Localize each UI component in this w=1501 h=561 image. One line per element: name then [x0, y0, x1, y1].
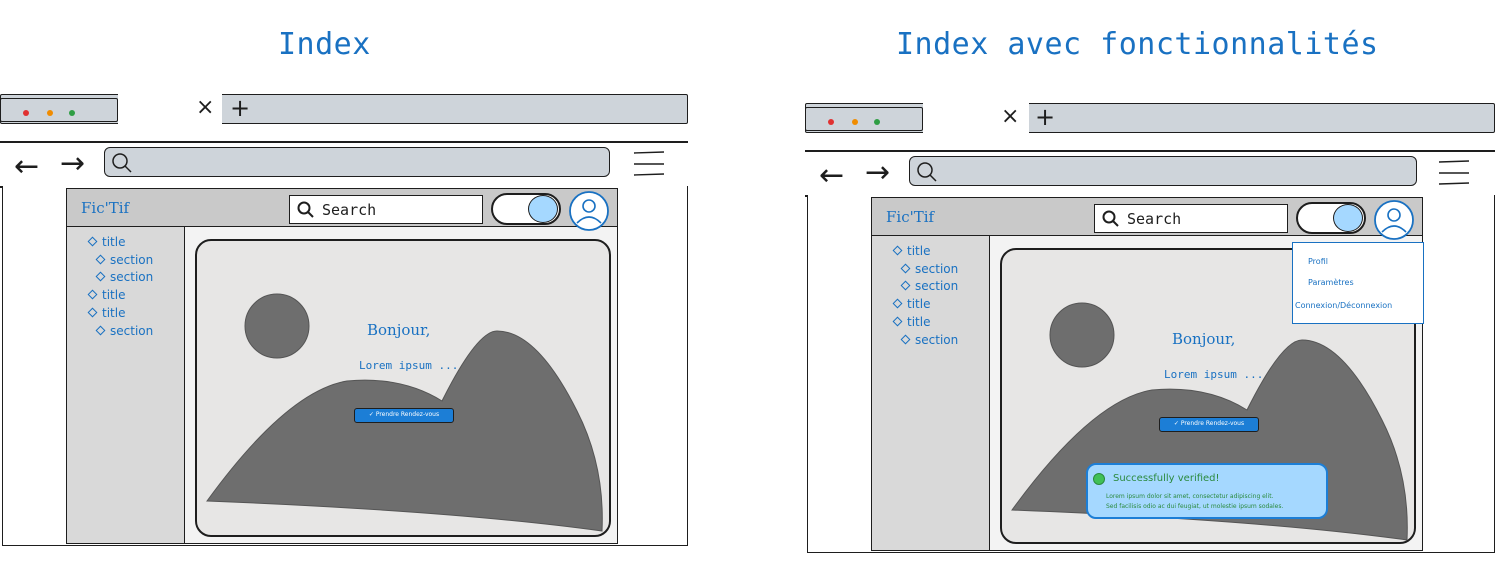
lorem-text: Lorem ipsum ... — [359, 359, 459, 372]
user-avatar-icon[interactable] — [567, 191, 611, 235]
hamburger-menu-icon[interactable] — [1437, 158, 1471, 188]
search-icon — [297, 201, 314, 218]
search-placeholder: Search — [322, 201, 377, 219]
diamond-icon — [892, 298, 903, 309]
new-tab-icon[interactable]: + — [1035, 103, 1056, 131]
diamond-icon — [900, 280, 911, 291]
site-logo[interactable]: Fic'Tif — [81, 199, 130, 217]
panel-title-index: Index — [278, 27, 371, 62]
toc-title[interactable]: title — [87, 306, 125, 320]
toc-section[interactable]: section — [95, 324, 153, 338]
toc-title[interactable]: title — [87, 235, 125, 249]
tab-background — [923, 103, 1029, 133]
table-of-contents: title section section title title sectio… — [872, 236, 990, 550]
theme-toggle[interactable] — [491, 193, 561, 225]
toc-title[interactable]: title — [87, 288, 125, 302]
diamond-icon — [87, 307, 98, 318]
toc-section[interactable]: section — [900, 262, 958, 276]
address-bar[interactable] — [909, 156, 1417, 186]
browser-window-index: × + ← → Fic'Tif Search — [0, 94, 690, 554]
address-bar[interactable] — [104, 147, 610, 177]
diamond-icon — [900, 263, 911, 274]
website-mockup: Fic'Tif Search title section section ti — [66, 188, 618, 544]
diamond-icon — [87, 236, 98, 247]
toc-title[interactable]: title — [892, 315, 930, 329]
greeting-text: Bonjour, — [1172, 330, 1236, 348]
back-arrow-icon[interactable]: ← — [14, 149, 40, 184]
diamond-icon — [900, 334, 911, 345]
forward-arrow-icon[interactable]: → — [865, 155, 891, 190]
search-placeholder: Search — [1127, 210, 1182, 228]
window-maximize-dot[interactable] — [69, 110, 75, 116]
back-arrow-icon[interactable]: ← — [819, 158, 845, 193]
window-close-dot[interactable] — [23, 110, 29, 116]
hero-image-card: Bonjour, Lorem ipsum ... ✓ Prendre Rende… — [195, 239, 611, 537]
forward-arrow-icon[interactable]: → — [60, 146, 86, 181]
theme-toggle[interactable] — [1296, 202, 1366, 234]
toggle-knob — [528, 195, 558, 223]
toc-title[interactable]: title — [892, 297, 930, 311]
check-icon — [1093, 473, 1105, 485]
book-appointment-button[interactable]: ✓ Prendre Rendez-vous — [1159, 417, 1259, 432]
new-tab-icon[interactable]: + — [230, 94, 251, 122]
toc-section[interactable]: section — [900, 279, 958, 293]
toc-section[interactable]: section — [900, 333, 958, 347]
menu-item-connexion[interactable]: Connexion/Déconnexion — [1295, 301, 1393, 310]
toc-section[interactable]: section — [95, 253, 153, 267]
user-dropdown-menu: Profil Paramètres Connexion/Déconnexion — [1292, 242, 1424, 324]
toggle-knob — [1333, 204, 1363, 232]
diamond-icon — [95, 271, 106, 282]
book-appointment-button[interactable]: ✓ Prendre Rendez-vous — [354, 408, 454, 423]
site-header: Fic'Tif Search — [872, 198, 1422, 240]
search-icon — [112, 153, 132, 173]
window-minimize-dot[interactable] — [47, 110, 53, 116]
website-mockup: Fic'Tif Search title section section ti — [871, 197, 1424, 551]
search-icon — [1102, 210, 1119, 227]
toast-title: Successfully verified! — [1113, 473, 1220, 484]
site-search-input[interactable]: Search — [1094, 204, 1288, 233]
diamond-icon — [87, 289, 98, 300]
browser-tab[interactable] — [0, 98, 118, 122]
window-maximize-dot[interactable] — [874, 119, 880, 125]
diamond-icon — [892, 316, 903, 327]
panel-title-index-features: Index avec fonctionnalités — [896, 27, 1379, 62]
diamond-icon — [892, 245, 903, 256]
table-of-contents: title section section title title sectio… — [67, 227, 185, 543]
site-logo[interactable]: Fic'Tif — [886, 208, 935, 226]
lorem-text: Lorem ipsum ... — [1164, 368, 1264, 381]
search-icon — [917, 162, 937, 182]
close-tab-icon[interactable]: × — [1001, 104, 1020, 129]
menu-item-parametres[interactable]: Paramètres — [1308, 278, 1354, 287]
window-close-dot[interactable] — [828, 119, 834, 125]
diamond-icon — [95, 325, 106, 336]
diamond-icon — [95, 254, 106, 265]
browser-tab[interactable] — [805, 107, 923, 131]
site-search-input[interactable]: Search — [289, 195, 483, 224]
close-tab-icon[interactable]: × — [196, 95, 215, 120]
toolbar-top-line — [805, 150, 1495, 152]
window-minimize-dot[interactable] — [852, 119, 858, 125]
success-toast[interactable]: Successfully verified! Lorem ipsum dolor… — [1086, 463, 1328, 519]
toc-section[interactable]: section — [95, 270, 153, 284]
browser-window-index-features: × + ← → Fic'Tif Search — [805, 103, 1497, 558]
image-placeholder-icon — [206, 293, 603, 532]
toast-body-line: Sed facilisis odio ac dui feugiat, ut mo… — [1106, 503, 1284, 510]
site-header: Fic'Tif Search — [67, 189, 617, 231]
tab-background — [118, 94, 222, 124]
toast-body-line: Lorem ipsum dolor sit amet, consectetur … — [1106, 493, 1274, 500]
hamburger-menu-icon[interactable] — [632, 149, 666, 179]
menu-item-profil[interactable]: Profil — [1308, 257, 1328, 266]
toolbar-top-line — [0, 141, 688, 143]
greeting-text: Bonjour, — [367, 321, 431, 339]
toc-title[interactable]: title — [892, 244, 930, 258]
user-avatar-icon[interactable] — [1372, 200, 1416, 244]
